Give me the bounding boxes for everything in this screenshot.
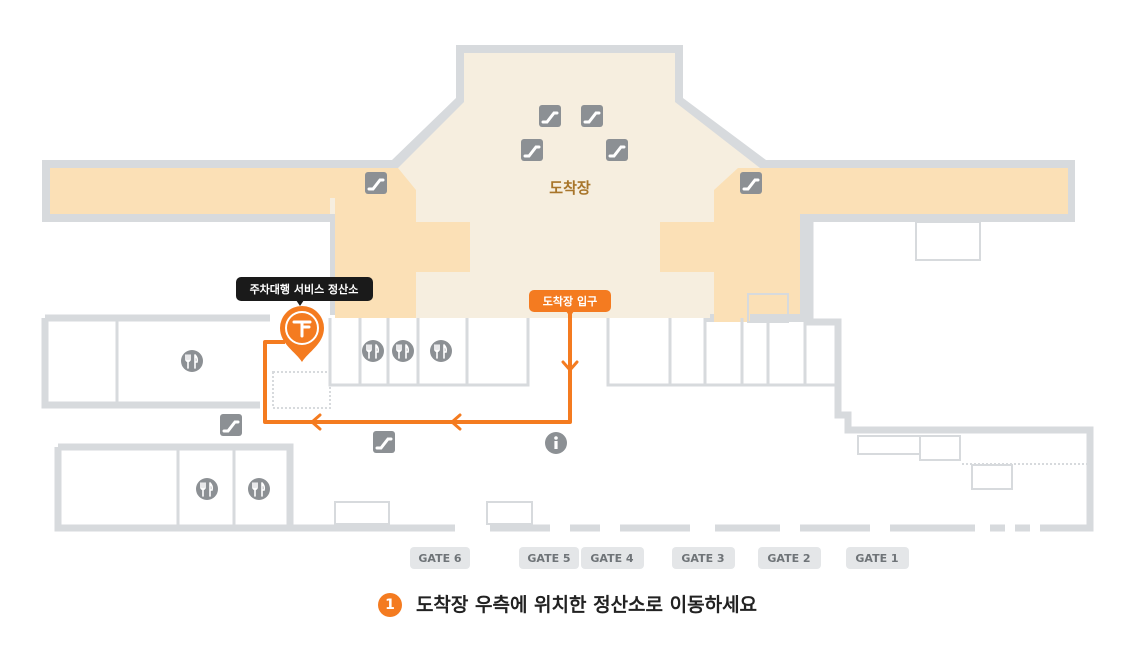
escalator-icon [220, 414, 242, 436]
restaurant-icon [430, 340, 452, 362]
service-tag-label: 주차대행 서비스 정산소 [250, 282, 359, 296]
escalator-icon [740, 172, 762, 194]
gate-5: GATE 5 [519, 547, 579, 569]
gate-4: GATE 4 [581, 547, 644, 569]
gate-6: GATE 6 [410, 547, 470, 569]
restaurant-icon [181, 350, 203, 372]
escalator-icon [373, 431, 395, 453]
instruction-text: 도착장 우측에 위치한 정산소로 이동하세요 [415, 594, 758, 616]
route-path [263, 310, 572, 424]
escalator-icon [365, 172, 387, 194]
step-number-badge: 1 [377, 593, 402, 617]
route-arrows [309, 360, 579, 431]
gate-3-label: GATE 3 [681, 552, 724, 565]
instruction-caption: 1 도착장 우측에 위치한 정산소로 이동하세요 [0, 590, 1135, 617]
gate-1-label: GATE 1 [855, 552, 898, 565]
escalator-icon [521, 139, 543, 161]
gate-3: GATE 3 [672, 547, 735, 569]
restaurant-icon [362, 340, 384, 362]
right-wing-area [714, 168, 1068, 214]
small-rooms [272, 221, 1088, 525]
gate-1: GATE 1 [846, 547, 909, 569]
gate-5-label: GATE 5 [527, 552, 570, 565]
entrance-tag: 도착장 입구 [529, 290, 611, 317]
parking-valet-pin-icon[interactable] [280, 306, 324, 362]
arrival-hall-area [50, 53, 1068, 318]
gate-2: GATE 2 [758, 547, 821, 569]
info-icon[interactable] [545, 432, 567, 454]
gate-4-label: GATE 4 [590, 552, 634, 565]
arrival-hall-label: 도착장 [549, 179, 591, 197]
service-tag: 주차대행 서비스 정산소 [236, 277, 373, 306]
left-wing-area [50, 168, 416, 214]
escalator-icon [539, 105, 561, 127]
restaurant-icon [196, 478, 218, 500]
restaurant-icon [248, 478, 270, 500]
gate-2-label: GATE 2 [767, 552, 810, 565]
entrance-tag-label: 도착장 입구 [543, 294, 597, 308]
gate-6-label: GATE 6 [418, 552, 462, 565]
escalator-icon [606, 139, 628, 161]
escalator-icon [581, 105, 603, 127]
lower-level-walls [41, 222, 1094, 532]
right-block-area [660, 200, 800, 322]
restaurant-icon [392, 340, 414, 362]
gate-labels: GATE 6 GATE 5 GATE 4 GATE 3 GATE 2 GATE … [410, 547, 909, 569]
